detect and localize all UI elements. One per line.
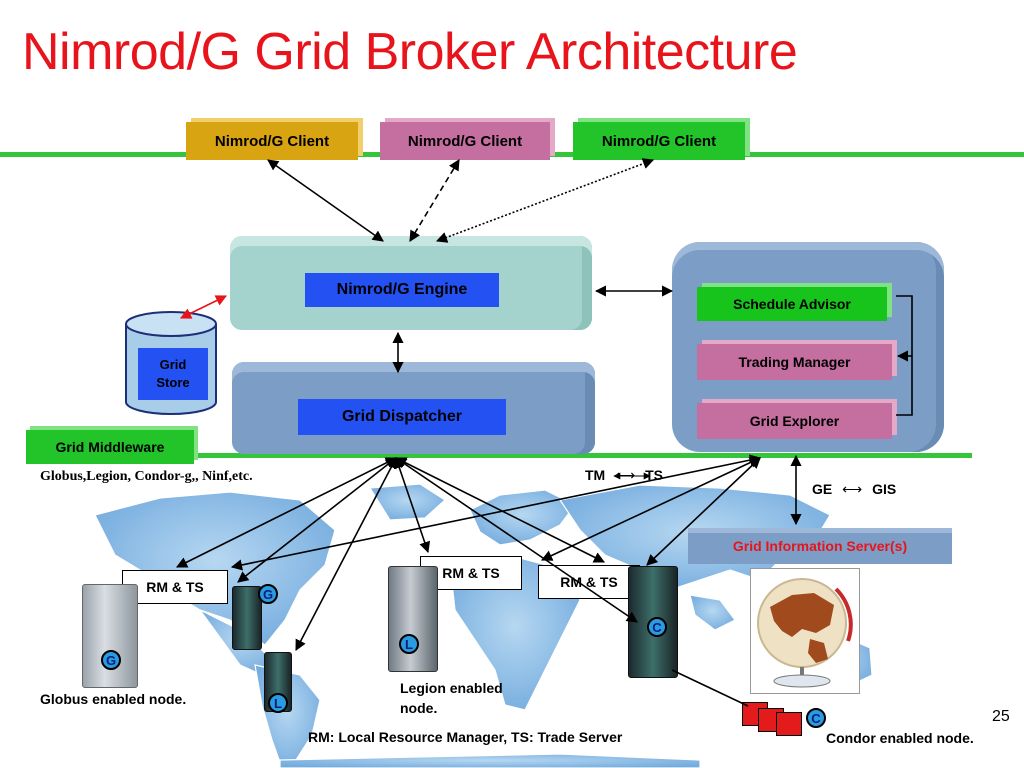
badge-c-workstation: C: [806, 708, 826, 728]
connector-client2-engine: [409, 159, 460, 242]
world-map: [94, 483, 873, 768]
client-label: Nimrod/G Client: [214, 132, 330, 150]
grid-middleware-box: Grid Middleware: [26, 430, 194, 464]
page-title: Nimrod/G Grid Broker Architecture: [22, 23, 798, 81]
globus-server-rack: [82, 584, 138, 688]
engine-label: Nimrod/G Engine: [336, 281, 468, 298]
grid-store-label-line2: Store: [156, 375, 190, 390]
ge-gis-arrow: ⟷: [842, 481, 863, 497]
dispatcher-label: Grid Dispatcher: [341, 408, 463, 425]
rm-ts-box-condor: RM & TS: [538, 565, 640, 599]
gis-label: GIS: [872, 481, 897, 497]
client-box-green: Nimrod/G Client: [573, 122, 745, 160]
globe-icon: [757, 578, 853, 688]
badge-l-tower: L: [268, 693, 288, 713]
legion-node-label-line2: node.: [400, 700, 438, 716]
engine-label-box: Nimrod/G Engine: [305, 273, 499, 307]
client-box-pink: Nimrod/G Client: [380, 122, 550, 160]
tm-ts-arrow: ⟷: [615, 467, 636, 483]
connector-client3-engine: [435, 158, 655, 243]
gis-server-label: Grid Information Server(s): [732, 538, 908, 554]
globus-tower-1: [232, 586, 262, 650]
ge-gis-label: GE ⟷ GIS: [812, 481, 896, 498]
schedule-advisor-box: Schedule Advisor: [697, 287, 887, 321]
badge-c-tower: C: [647, 617, 667, 637]
trading-manager-box: Trading Manager: [697, 344, 892, 380]
rm-ts-box-globus: RM & TS: [122, 570, 228, 604]
badge-g-tower: G: [258, 584, 278, 604]
page-number: 25: [992, 708, 1010, 725]
rm-ts-label: RM & TS: [442, 565, 500, 581]
badge-l-rack: L: [399, 634, 419, 654]
condor-workstation-3: [776, 712, 802, 736]
client-label: Nimrod/G Client: [407, 132, 523, 150]
grid-middleware-label: Grid Middleware: [55, 439, 165, 455]
schedule-advisor-label: Schedule Advisor: [733, 296, 851, 312]
client-box-gold: Nimrod/G Client: [186, 122, 358, 160]
legion-node-label-line1: Legion enabled: [400, 680, 503, 696]
tm-ts-label: TM ⟷ TS: [585, 467, 663, 484]
legend-label: RM: Local Resource Manager, TS: Trade Se…: [308, 729, 623, 745]
rm-ts-label: RM & TS: [560, 574, 618, 590]
grid-store-label-box: Grid Store: [138, 348, 208, 400]
badge-g-rack: G: [101, 650, 121, 670]
ge-label: GE: [812, 481, 833, 497]
middleware-note: Globus,Legion, Condor-g,, Ninf,etc.: [40, 469, 253, 484]
globus-node-label: Globus enabled node.: [40, 691, 187, 707]
trading-manager-label: Trading Manager: [738, 354, 851, 370]
grid-store-label-line1: Grid: [159, 357, 187, 372]
grid-explorer-box: Grid Explorer: [697, 403, 892, 439]
rm-ts-label: RM & TS: [146, 579, 204, 595]
connector-client1-engine: [267, 159, 384, 242]
dispatcher-label-box: Grid Dispatcher: [298, 399, 506, 435]
client-label: Nimrod/G Client: [601, 132, 717, 150]
grid-explorer-label: Grid Explorer: [749, 413, 840, 429]
ts-label: TS: [645, 467, 663, 483]
gis-server-bar: Grid Information Server(s): [688, 528, 952, 564]
condor-node-label: Condor enabled node.: [826, 730, 974, 746]
legion-server-rack: [388, 566, 438, 672]
tm-label: TM: [585, 467, 606, 483]
